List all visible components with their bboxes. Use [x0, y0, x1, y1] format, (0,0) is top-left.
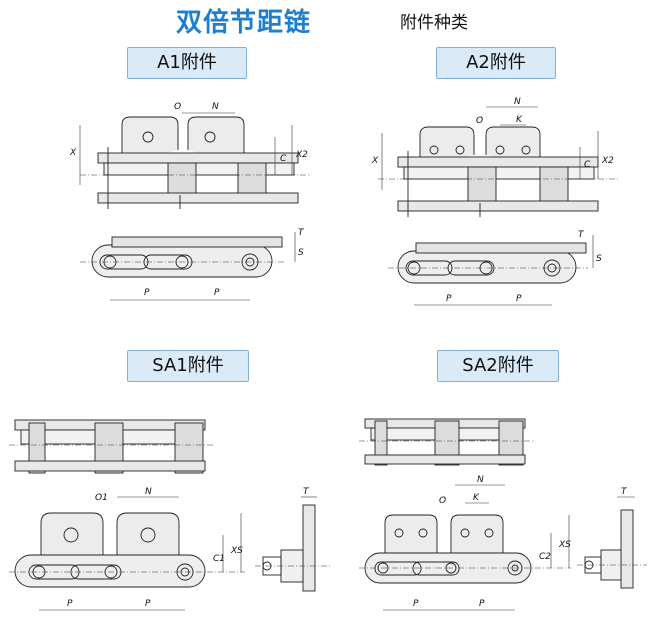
dim-t: T	[621, 487, 628, 497]
dim-xs: XS	[230, 546, 243, 556]
dim-xs: XS	[558, 540, 571, 550]
section-label-sa1: SA1附件	[127, 350, 249, 382]
dim-o: O	[439, 496, 446, 506]
dim-s: S	[298, 248, 304, 258]
dim-t: T	[303, 487, 310, 497]
dim-t: T	[578, 230, 585, 240]
dim-p2: P	[214, 288, 220, 298]
dim-p1: P	[413, 599, 419, 609]
dim-n: N	[514, 97, 521, 107]
dim-x: X	[371, 156, 379, 166]
dim-n: N	[145, 487, 152, 497]
dim-k: K	[516, 115, 523, 125]
dim-o: O	[476, 116, 483, 126]
dim-s: S	[596, 254, 602, 264]
sa2-diagram: O N K C2 XS T P P	[359, 418, 647, 611]
dim-x2: X2	[601, 156, 614, 166]
a2-diagram: X C X2 O N K T S P P	[371, 97, 618, 306]
sa1-diagram: O1 N C1 XS T P P	[9, 419, 330, 611]
section-label-a2: A2附件	[436, 47, 556, 79]
dim-p1: P	[67, 599, 73, 609]
dim-o1: O1	[95, 493, 108, 503]
dim-k: K	[473, 493, 480, 503]
section-label-sa2: SA2附件	[437, 350, 559, 382]
dim-p1: P	[446, 294, 452, 304]
a1-diagram: X C X2 O N T S P P	[69, 102, 310, 301]
dim-x: X	[69, 148, 77, 158]
dim-p2: P	[516, 294, 522, 304]
dim-n: N	[212, 102, 219, 112]
dim-c1: C1	[213, 554, 225, 564]
page-title: 双倍节距链	[176, 8, 312, 38]
section-label-a1: A1附件	[127, 47, 247, 79]
dim-x2: X2	[295, 150, 308, 160]
dim-p2: P	[479, 599, 485, 609]
dim-t: T	[298, 228, 305, 238]
dim-n: N	[477, 475, 484, 485]
dim-c: C	[280, 154, 287, 164]
dim-p2: P	[145, 599, 151, 609]
dim-o: O	[174, 102, 181, 112]
dim-c: C	[584, 160, 591, 170]
dim-p1: P	[144, 288, 150, 298]
dim-c2: C2	[539, 552, 551, 562]
page-subtitle: 附件种类	[400, 13, 468, 33]
